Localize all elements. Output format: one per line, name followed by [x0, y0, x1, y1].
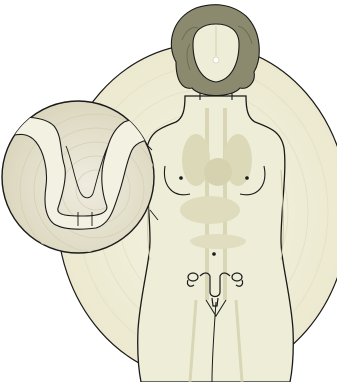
navel: [212, 252, 216, 256]
